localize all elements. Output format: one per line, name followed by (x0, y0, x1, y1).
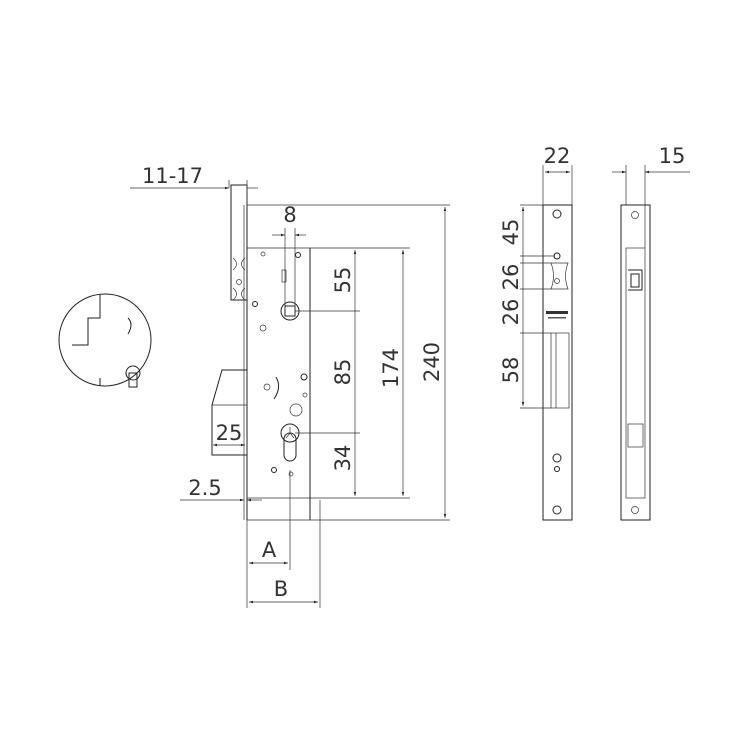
label-85: 85 (331, 359, 355, 386)
label-22: 22 (544, 144, 571, 168)
dimension-lines (130, 180, 447, 608)
label-240: 240 (420, 342, 444, 382)
faceplate-side-view (612, 165, 690, 521)
faceplate-front-view (520, 165, 573, 521)
label-8: 8 (283, 203, 296, 227)
label-174: 174 (379, 348, 403, 388)
label-58: 58 (499, 357, 523, 384)
label-2-5: 2.5 (188, 476, 221, 500)
label-26-lower: 26 (499, 299, 523, 326)
detail-circle (58, 293, 152, 388)
label-55: 55 (331, 267, 355, 294)
label-11-17: 11-17 (142, 164, 203, 188)
label-26-upper: 26 (499, 264, 523, 291)
label-15: 15 (659, 144, 686, 168)
label-a: A (262, 538, 277, 562)
label-45: 45 (499, 219, 523, 246)
lock-body-front-view (211, 184, 450, 521)
label-34: 34 (331, 445, 355, 472)
label-b: B (274, 577, 288, 601)
label-25: 25 (216, 421, 243, 445)
